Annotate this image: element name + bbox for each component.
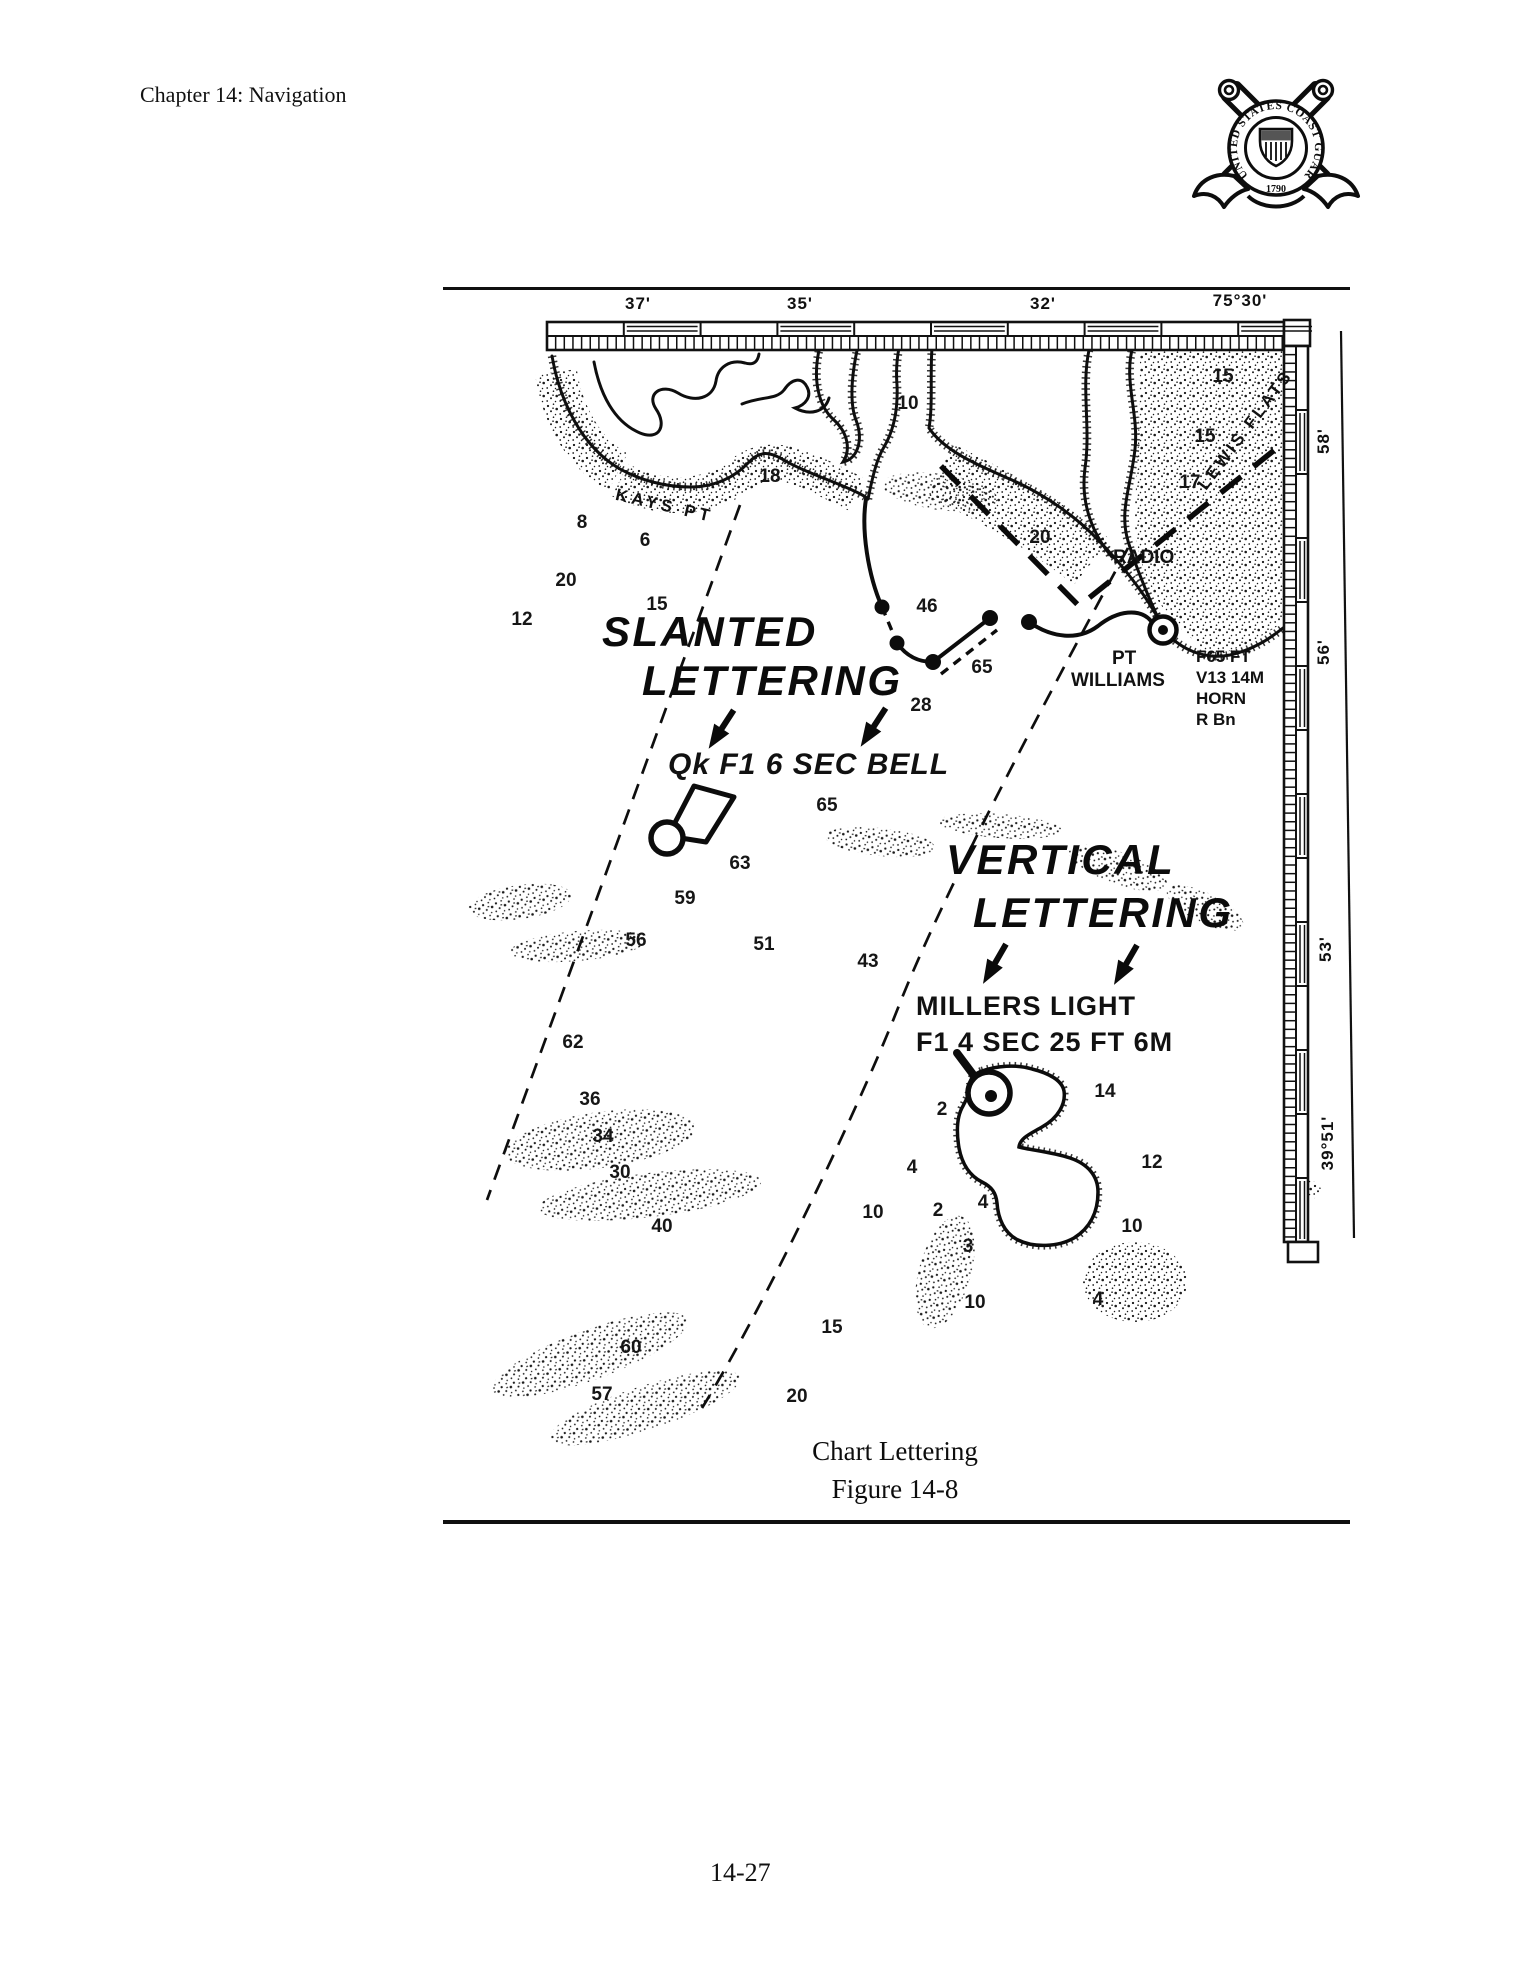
depth-sounding: 20 (555, 570, 577, 591)
depth-sounding: 43 (857, 951, 879, 972)
slanted-lettering-title-line2: LETTERING (642, 657, 903, 704)
depth-sounding: 14 (1094, 1081, 1116, 1102)
dashed-boundary-right (700, 547, 1130, 1409)
figure-caption-title: Chart Lettering (812, 1436, 978, 1466)
pt-williams-label-line2: WILLIAMS (1071, 670, 1165, 691)
dashed-boundary-left (485, 504, 742, 1201)
depth-sounding: 10 (897, 393, 919, 414)
pt-williams-label-line1: PT (1112, 648, 1137, 669)
slanted-example-text: Qk F1 6 SEC BELL (668, 748, 950, 781)
depth-sounding: 15 (646, 594, 668, 615)
depth-sounding: 10 (862, 1202, 884, 1223)
vertical-lettering-title-line2: LETTERING (973, 889, 1234, 936)
depth-sounding: 40 (651, 1216, 673, 1237)
depth-sounding: 15 (1194, 426, 1216, 447)
neatline (1339, 330, 1356, 1239)
depth-sounding: 18 (759, 466, 781, 487)
depth-sounding: 65 (971, 657, 993, 678)
coastline (547, 344, 1286, 661)
depth-sounding: 46 (916, 596, 938, 617)
latitude-label: 39°51' (1318, 1115, 1337, 1171)
depth-sounding: 4 (977, 1192, 989, 1213)
slanted-lettering-title-line1: SLANTED (602, 608, 818, 655)
depth-sounding: 51 (753, 934, 775, 955)
depth-sounding: 57 (591, 1384, 613, 1405)
buoy-icon (648, 783, 737, 857)
figure-caption: Chart Lettering Figure 14-8 (440, 1432, 1350, 1508)
millers-island (953, 1049, 1103, 1250)
depth-sounding: 2 (936, 1099, 948, 1120)
depth-sounding: 4 (1092, 1289, 1104, 1310)
depth-sounding: 10 (964, 1292, 986, 1313)
arrow-icon (860, 706, 889, 747)
depth-sounding: 36 (579, 1089, 601, 1110)
annotation-arrows (708, 706, 1140, 985)
longitude-label: 35' (787, 294, 813, 313)
chart-figure (468, 318, 1356, 1446)
depth-sounding: 56 (625, 930, 647, 951)
arrow-icon (983, 942, 1009, 984)
depth-sounding: 15 (821, 1317, 843, 1338)
depth-sounding: 4 (906, 1157, 918, 1178)
latitude-label: 56' (1314, 639, 1333, 665)
depth-sounding: 8 (576, 512, 588, 533)
depth-sounding: 34 (592, 1126, 614, 1147)
top-rule (443, 287, 1350, 290)
page-number: 14-27 (710, 1858, 771, 1887)
lighthouse-icon (1147, 614, 1179, 646)
latitude-label: 53' (1316, 936, 1335, 962)
longitude-label: 75°30' (1212, 291, 1268, 310)
depth-sounding: 12 (511, 609, 533, 630)
vertical-example-line2: F1 4 SEC 25 FT 6M (916, 1027, 1174, 1057)
light-characteristics: F65 FT V13 14M HORN R Bn (1196, 647, 1265, 729)
logo-year: 1790 (1266, 184, 1286, 195)
uscg-logo: UNITED STATES COAST GUARD 1790 (1184, 61, 1360, 209)
depth-sounding: 20 (786, 1386, 808, 1407)
depth-sounding: 3 (962, 1236, 974, 1257)
latitude-label: 58' (1314, 428, 1333, 454)
depth-sounding: 6 (639, 530, 651, 551)
radio-label: RADIO (1113, 547, 1175, 568)
vertical-lettering-title-line1: VERTICAL (946, 836, 1176, 883)
depth-sounding: 28 (910, 695, 932, 716)
depth-sounding: 12 (1141, 1152, 1163, 1173)
dashed-shoal-boundary (939, 433, 1294, 610)
light-symbol-icon (953, 1049, 1013, 1117)
vertical-example-line1: MILLERS LIGHT (916, 991, 1136, 1021)
arrow-icon (1114, 943, 1140, 985)
chapter-header: Chapter 14: Navigation (140, 82, 347, 107)
cable-feature (862, 497, 1153, 676)
depth-sounding: 65 (816, 795, 838, 816)
longitude-label: 32' (1030, 294, 1056, 313)
figure-caption-number: Figure 14-8 (831, 1474, 959, 1504)
bottom-rule (443, 1520, 1350, 1524)
depth-sounding: 59 (674, 888, 696, 909)
depth-sounding: 17 (1179, 472, 1201, 493)
depth-sounding: 2 (932, 1200, 944, 1221)
depth-sounding: 60 (620, 1337, 642, 1358)
depth-sounding: 63 (729, 853, 751, 874)
depth-sounding: 62 (562, 1032, 584, 1053)
longitude-label: 37' (625, 294, 651, 313)
depth-sounding: 30 (609, 1162, 631, 1183)
arrow-icon (708, 708, 737, 749)
depth-sounding: 10 (1121, 1216, 1143, 1237)
depth-sounding: 15 (1212, 366, 1234, 387)
depth-sounding: 20 (1029, 527, 1051, 548)
chart-border (545, 318, 1356, 1264)
